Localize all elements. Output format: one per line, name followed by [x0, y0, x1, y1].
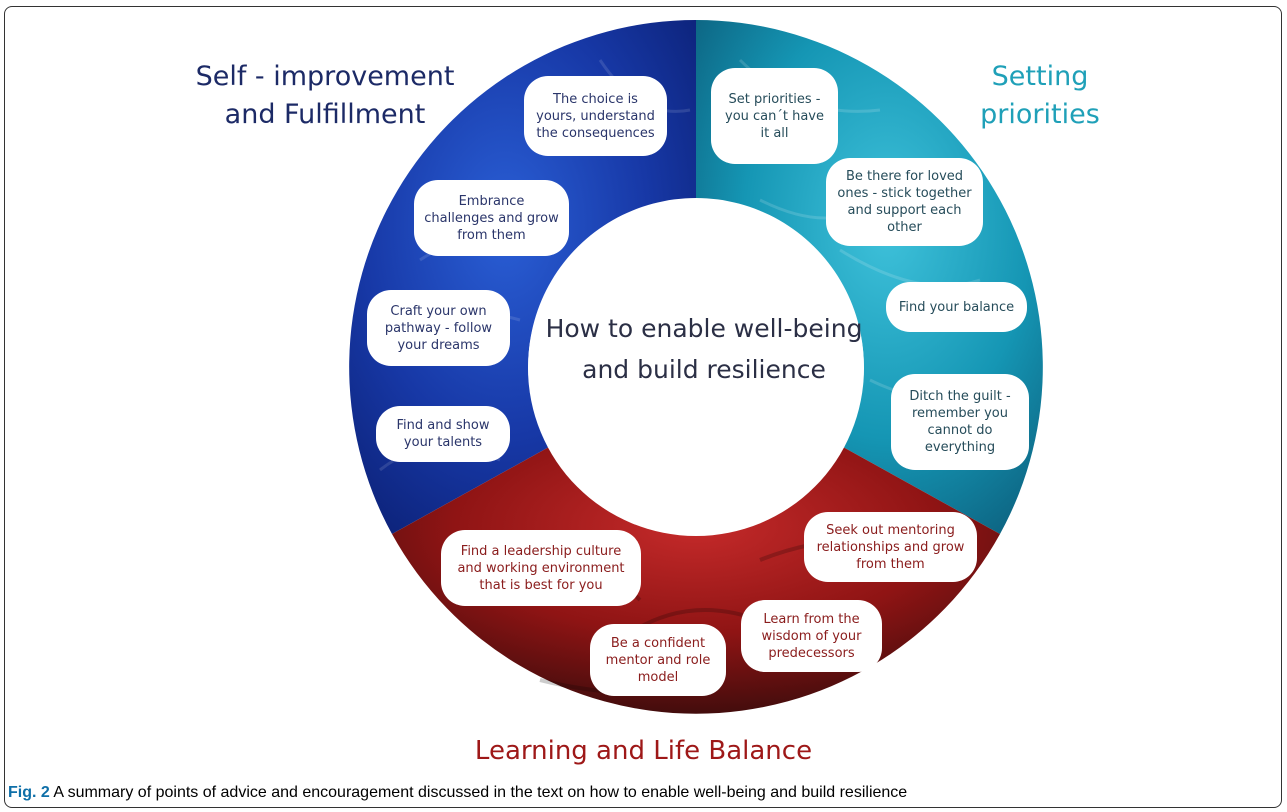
self-item-challenges: Embrance challenges and grow from them: [414, 180, 569, 256]
learning-life-balance-title: Learning and Life Balance: [474, 736, 813, 766]
setting-item-guilt: Ditch the guilt - remember you cannot do…: [891, 374, 1029, 470]
self-item-choice: The choice is yours, understand the cons…: [524, 76, 667, 156]
self-item-talents: Find and show your talents: [376, 406, 510, 462]
figure-label: Fig. 2: [8, 784, 50, 801]
center-title: How to enable well-being and build resil…: [545, 314, 863, 384]
figure-caption-text: A summary of points of advice and encour…: [49, 784, 908, 801]
learning-item-mentoring: Seek out mentoring relationships and gro…: [804, 512, 977, 582]
learning-item-role-model: Be a confident mentor and role model: [590, 624, 726, 696]
setting-item-loved-ones: Be there for loved ones - stick together…: [826, 158, 983, 246]
center-circle: [528, 200, 864, 536]
setting-item-balance: Find your balance: [886, 282, 1027, 332]
setting-priorities-title: Setting priorities: [980, 61, 1100, 130]
figure-caption: Fig. 2 A summary of points of advice and…: [8, 784, 1278, 802]
learning-item-wisdom: Learn from the wisdom of your predecesso…: [741, 600, 882, 672]
setting-item-priorities: Set priorities - you can´t have it all: [711, 68, 838, 164]
self-improvement-title: Self - improvement and Fulfillment: [195, 61, 455, 130]
learning-item-leadership-culture: Find a leadership culture and working en…: [441, 530, 641, 606]
self-item-pathway: Craft your own pathway - follow your dre…: [367, 290, 510, 366]
